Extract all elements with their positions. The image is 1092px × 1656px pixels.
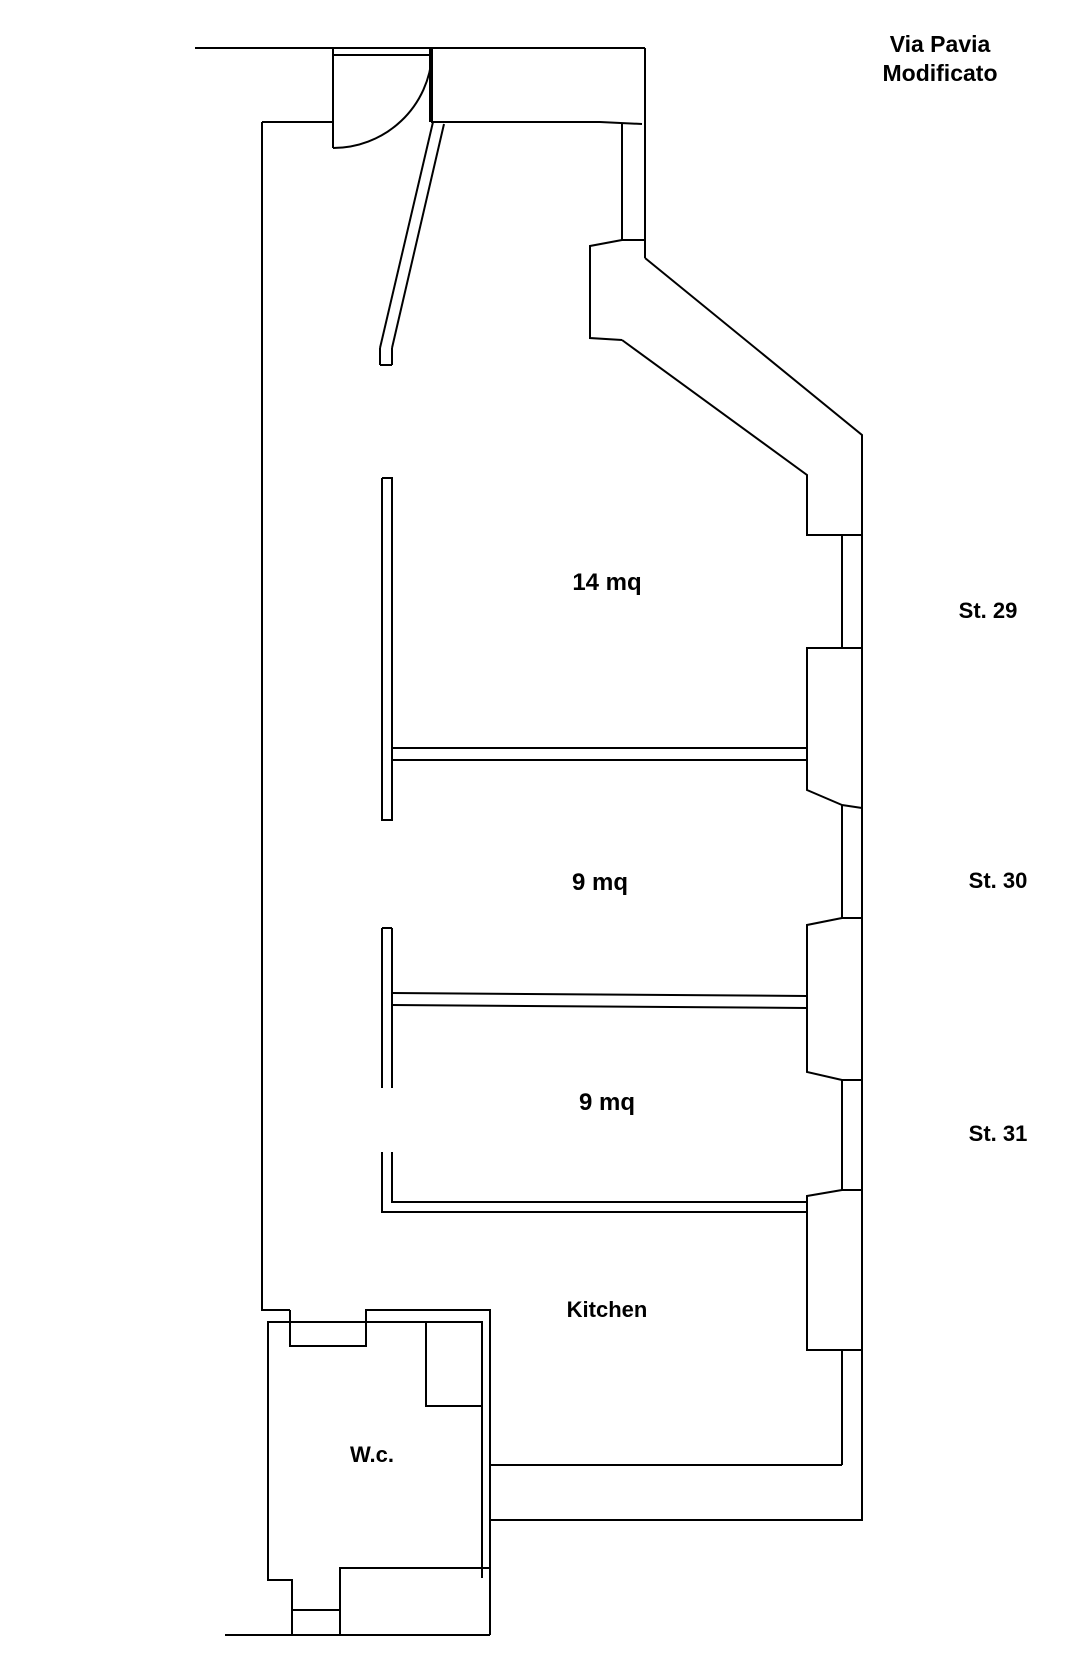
diagonal-partition [379, 121, 445, 366]
room-divider-1 [392, 747, 808, 761]
room-divider-2 [391, 992, 808, 1009]
plan-title-line2: Modificato [883, 60, 998, 86]
kitchen-walls [489, 1310, 863, 1635]
entrance-vestibule [262, 48, 646, 150]
corridor-wall [381, 477, 807, 1213]
entrance-door-swing [332, 54, 433, 150]
diagonal-right-walls [621, 257, 863, 536]
room-label-wc: W.c. [350, 1442, 394, 1467]
room-label-kitchen: Kitchen [567, 1297, 648, 1322]
right-facade [806, 535, 863, 1465]
right-upper-column [589, 124, 646, 341]
room-label-14mq: 14 mq [572, 569, 641, 596]
wc-block [267, 1309, 491, 1635]
plan-title-line1: Via Pavia [890, 31, 991, 57]
window-label-st29: St. 29 [959, 598, 1018, 623]
room-label-9mq-lower: 9 mq [579, 1089, 635, 1116]
left-outer-wall [261, 122, 290, 1311]
window-label-st30: St. 30 [969, 868, 1028, 893]
window-label-st31: St. 31 [969, 1121, 1028, 1146]
room-label-9mq-upper: 9 mq [572, 869, 628, 896]
